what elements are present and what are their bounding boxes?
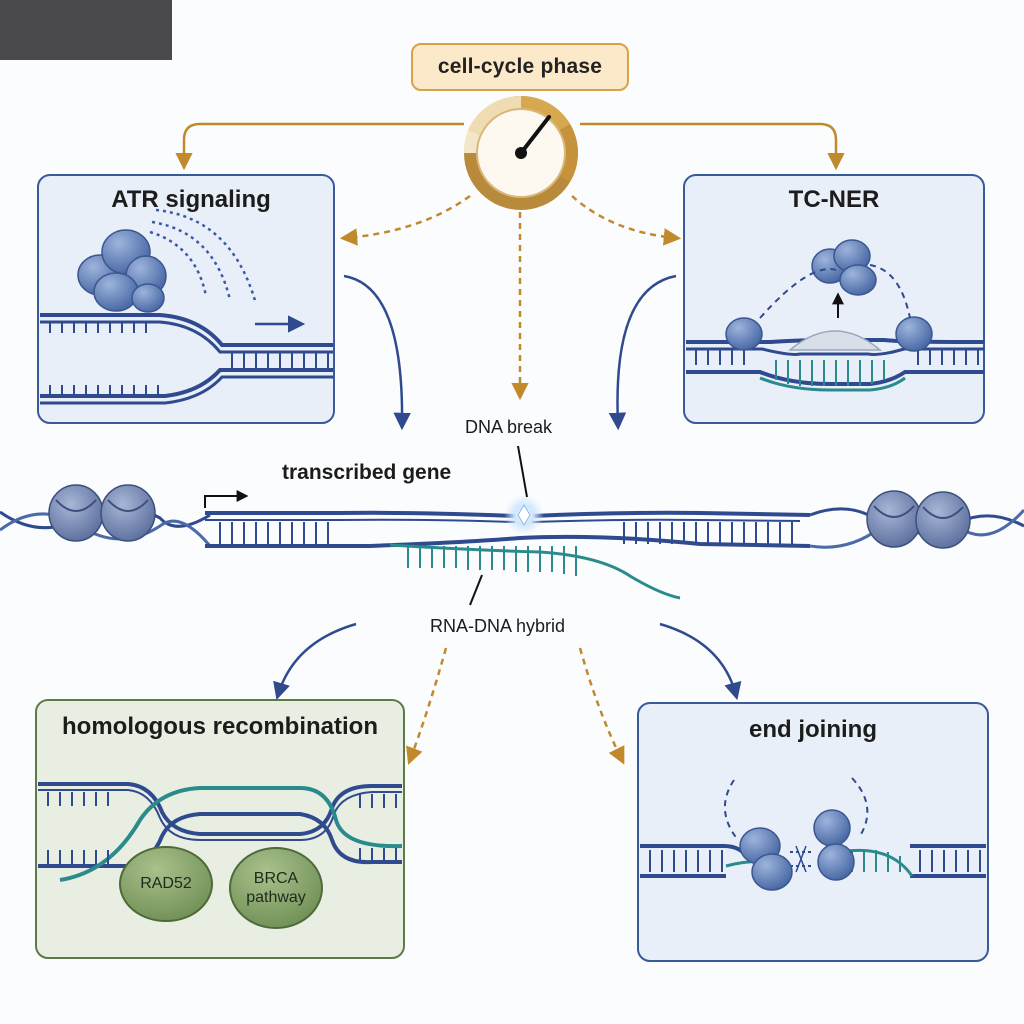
tcner-proteins [725, 239, 933, 352]
brca-label-line1: BRCA [253, 870, 299, 887]
tcner-title: TC-NER [788, 186, 880, 213]
center-to-ej-arrow [659, 622, 742, 701]
gauge-dashed-atr-arrow [339, 194, 471, 246]
gauge-to-atr-arrow [175, 122, 464, 171]
cell-cycle-phase-label: cell-cycle phase [411, 43, 629, 91]
tcner-dna [686, 330, 985, 392]
gauge-dashed-tcner-arrow [571, 195, 682, 246]
center-to-hr-arrow [273, 622, 357, 701]
hr-dna [38, 782, 403, 882]
hybrid-pointer-line [469, 574, 483, 606]
atr-signal-waves [149, 208, 258, 305]
atr-signaling-title: ATR signaling [111, 186, 271, 213]
ej-ku-proteins [723, 777, 869, 891]
dna-break-label: DNA break [465, 417, 553, 437]
rad52-blob [119, 846, 213, 922]
break-glow [504, 495, 544, 535]
rad52-label: RAD52 [140, 875, 192, 892]
brca-label-line2: pathway [246, 889, 306, 906]
center-dashed-hr-arrow [406, 647, 448, 765]
tcner-to-center-arrow [608, 274, 677, 431]
corner-block [0, 0, 172, 60]
center-dashed-ej-arrow [578, 647, 625, 765]
rna-strand [389, 543, 681, 600]
atr-dna [40, 313, 333, 405]
gauge-to-tcner-arrow [580, 122, 845, 171]
ej-panel [637, 702, 989, 962]
atr-to-center-arrow [343, 274, 411, 431]
transcribed-gene-label: transcribed gene [282, 461, 452, 484]
brca-blob [229, 847, 323, 929]
end-joining-title: end joining [749, 716, 877, 743]
rna-dna-hybrid-label: RNA-DNA hybrid [430, 616, 566, 636]
homologous-recombination-title: homologous recombination [62, 713, 378, 740]
atr-protein-complex [77, 229, 167, 313]
break-pointer-line [517, 445, 528, 498]
nucleosome-right [866, 490, 971, 549]
nucleosome-left [48, 484, 156, 542]
cell-cycle-gauge [463, 95, 578, 210]
